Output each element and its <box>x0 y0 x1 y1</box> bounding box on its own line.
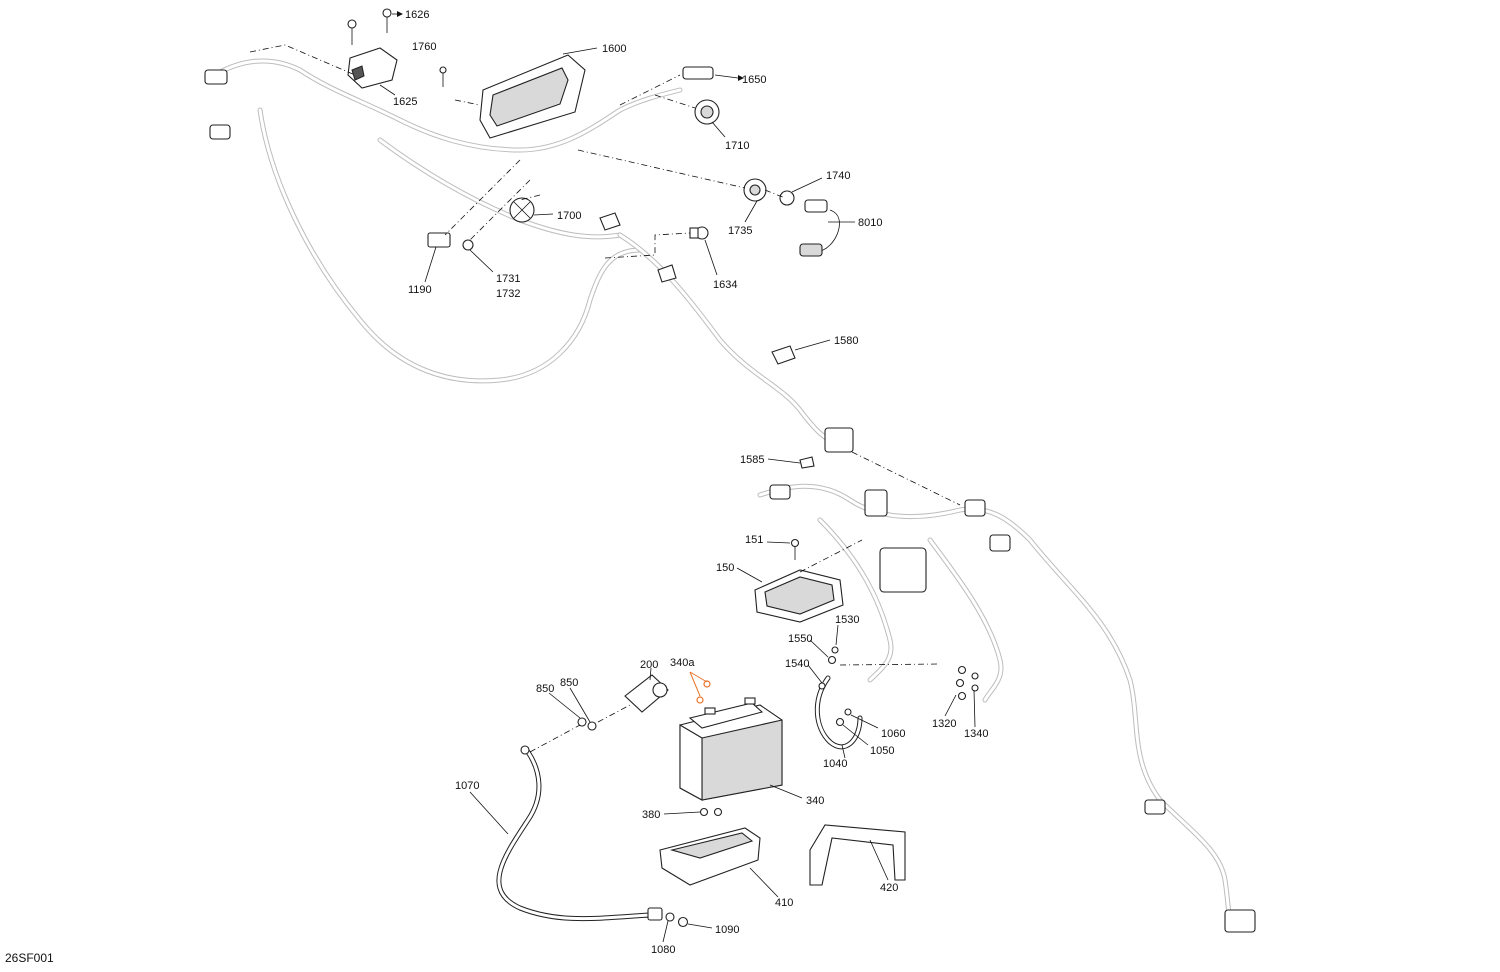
label-1731: 1731 <box>496 273 520 285</box>
label-1080: 1080 <box>651 944 675 956</box>
label-1050: 1050 <box>870 745 894 757</box>
label-1340: 1340 <box>964 728 988 740</box>
label-1700: 1700 <box>557 210 581 222</box>
component-1700 <box>509 197 535 223</box>
part-labels: 1626 1600 1760 1625 1650 1710 1740 8010 … <box>393 9 988 956</box>
label-1740: 1740 <box>826 170 850 182</box>
wiring-harness <box>204 58 1256 933</box>
screw-1760 <box>439 66 447 87</box>
nut-850 <box>577 717 597 731</box>
label-850-right: 850 <box>560 677 578 689</box>
label-1732: 1732 <box>496 288 520 300</box>
nut-1740 <box>779 190 795 206</box>
label-340a: 340a <box>670 657 695 669</box>
label-1550: 1550 <box>788 633 812 645</box>
battery-screws-340a <box>696 680 711 704</box>
label-850-left: 850 <box>536 683 554 695</box>
key-tether <box>799 199 840 257</box>
clip-1585 <box>799 456 815 469</box>
label-420: 420 <box>880 882 898 894</box>
voltage-regulator <box>754 569 844 623</box>
assembly-lines <box>249 44 961 753</box>
socket-1634 <box>689 226 709 240</box>
label-1735: 1735 <box>728 225 752 237</box>
label-380: 380 <box>642 809 660 821</box>
label-1625: 1625 <box>393 96 417 108</box>
label-1090: 1090 <box>715 924 739 936</box>
label-1650: 1650 <box>742 74 766 86</box>
screw-1626 <box>347 8 392 45</box>
label-1060: 1060 <box>881 728 905 740</box>
label-1760: 1760 <box>412 41 436 53</box>
component-1190 <box>427 232 451 248</box>
label-1530: 1530 <box>835 614 859 626</box>
switch-1710 <box>694 99 720 125</box>
component-1731 <box>462 239 474 251</box>
nuts-1080-1090 <box>665 912 689 928</box>
label-1070: 1070 <box>455 780 479 792</box>
battery <box>679 697 783 801</box>
label-1040: 1040 <box>823 758 847 770</box>
positive-cable <box>496 745 663 922</box>
label-1710: 1710 <box>725 140 749 152</box>
reference-code: 26SF001 <box>5 951 54 965</box>
label-1634: 1634 <box>713 279 737 291</box>
label-1320: 1320 <box>932 718 956 730</box>
label-1540: 1540 <box>785 658 809 670</box>
label-1585: 1585 <box>740 454 764 466</box>
small-hardware <box>818 646 852 727</box>
label-340: 340 <box>806 795 824 807</box>
battery-strap <box>809 824 906 886</box>
ignition-switch <box>743 178 767 202</box>
clip-top <box>599 212 677 283</box>
label-410: 410 <box>775 897 793 909</box>
control-module <box>347 47 398 89</box>
label-1190: 1190 <box>408 284 432 296</box>
screw-151 <box>790 538 800 560</box>
label-200: 200 <box>640 659 658 671</box>
clip-1580 <box>771 345 796 365</box>
leader-lines <box>379 11 976 943</box>
battery-tray <box>659 827 761 886</box>
label-1580: 1580 <box>834 335 858 347</box>
bolts-1320-1340 <box>955 665 979 701</box>
label-8010: 8010 <box>858 217 882 229</box>
connector-1650 <box>682 66 714 80</box>
label-151: 151 <box>745 534 763 546</box>
label-1626: 1626 <box>405 9 429 21</box>
starter-solenoid <box>624 674 669 713</box>
label-150: 150 <box>716 562 734 574</box>
label-1600: 1600 <box>602 43 626 55</box>
instrument-cluster <box>479 54 586 139</box>
screws-380 <box>699 807 723 817</box>
